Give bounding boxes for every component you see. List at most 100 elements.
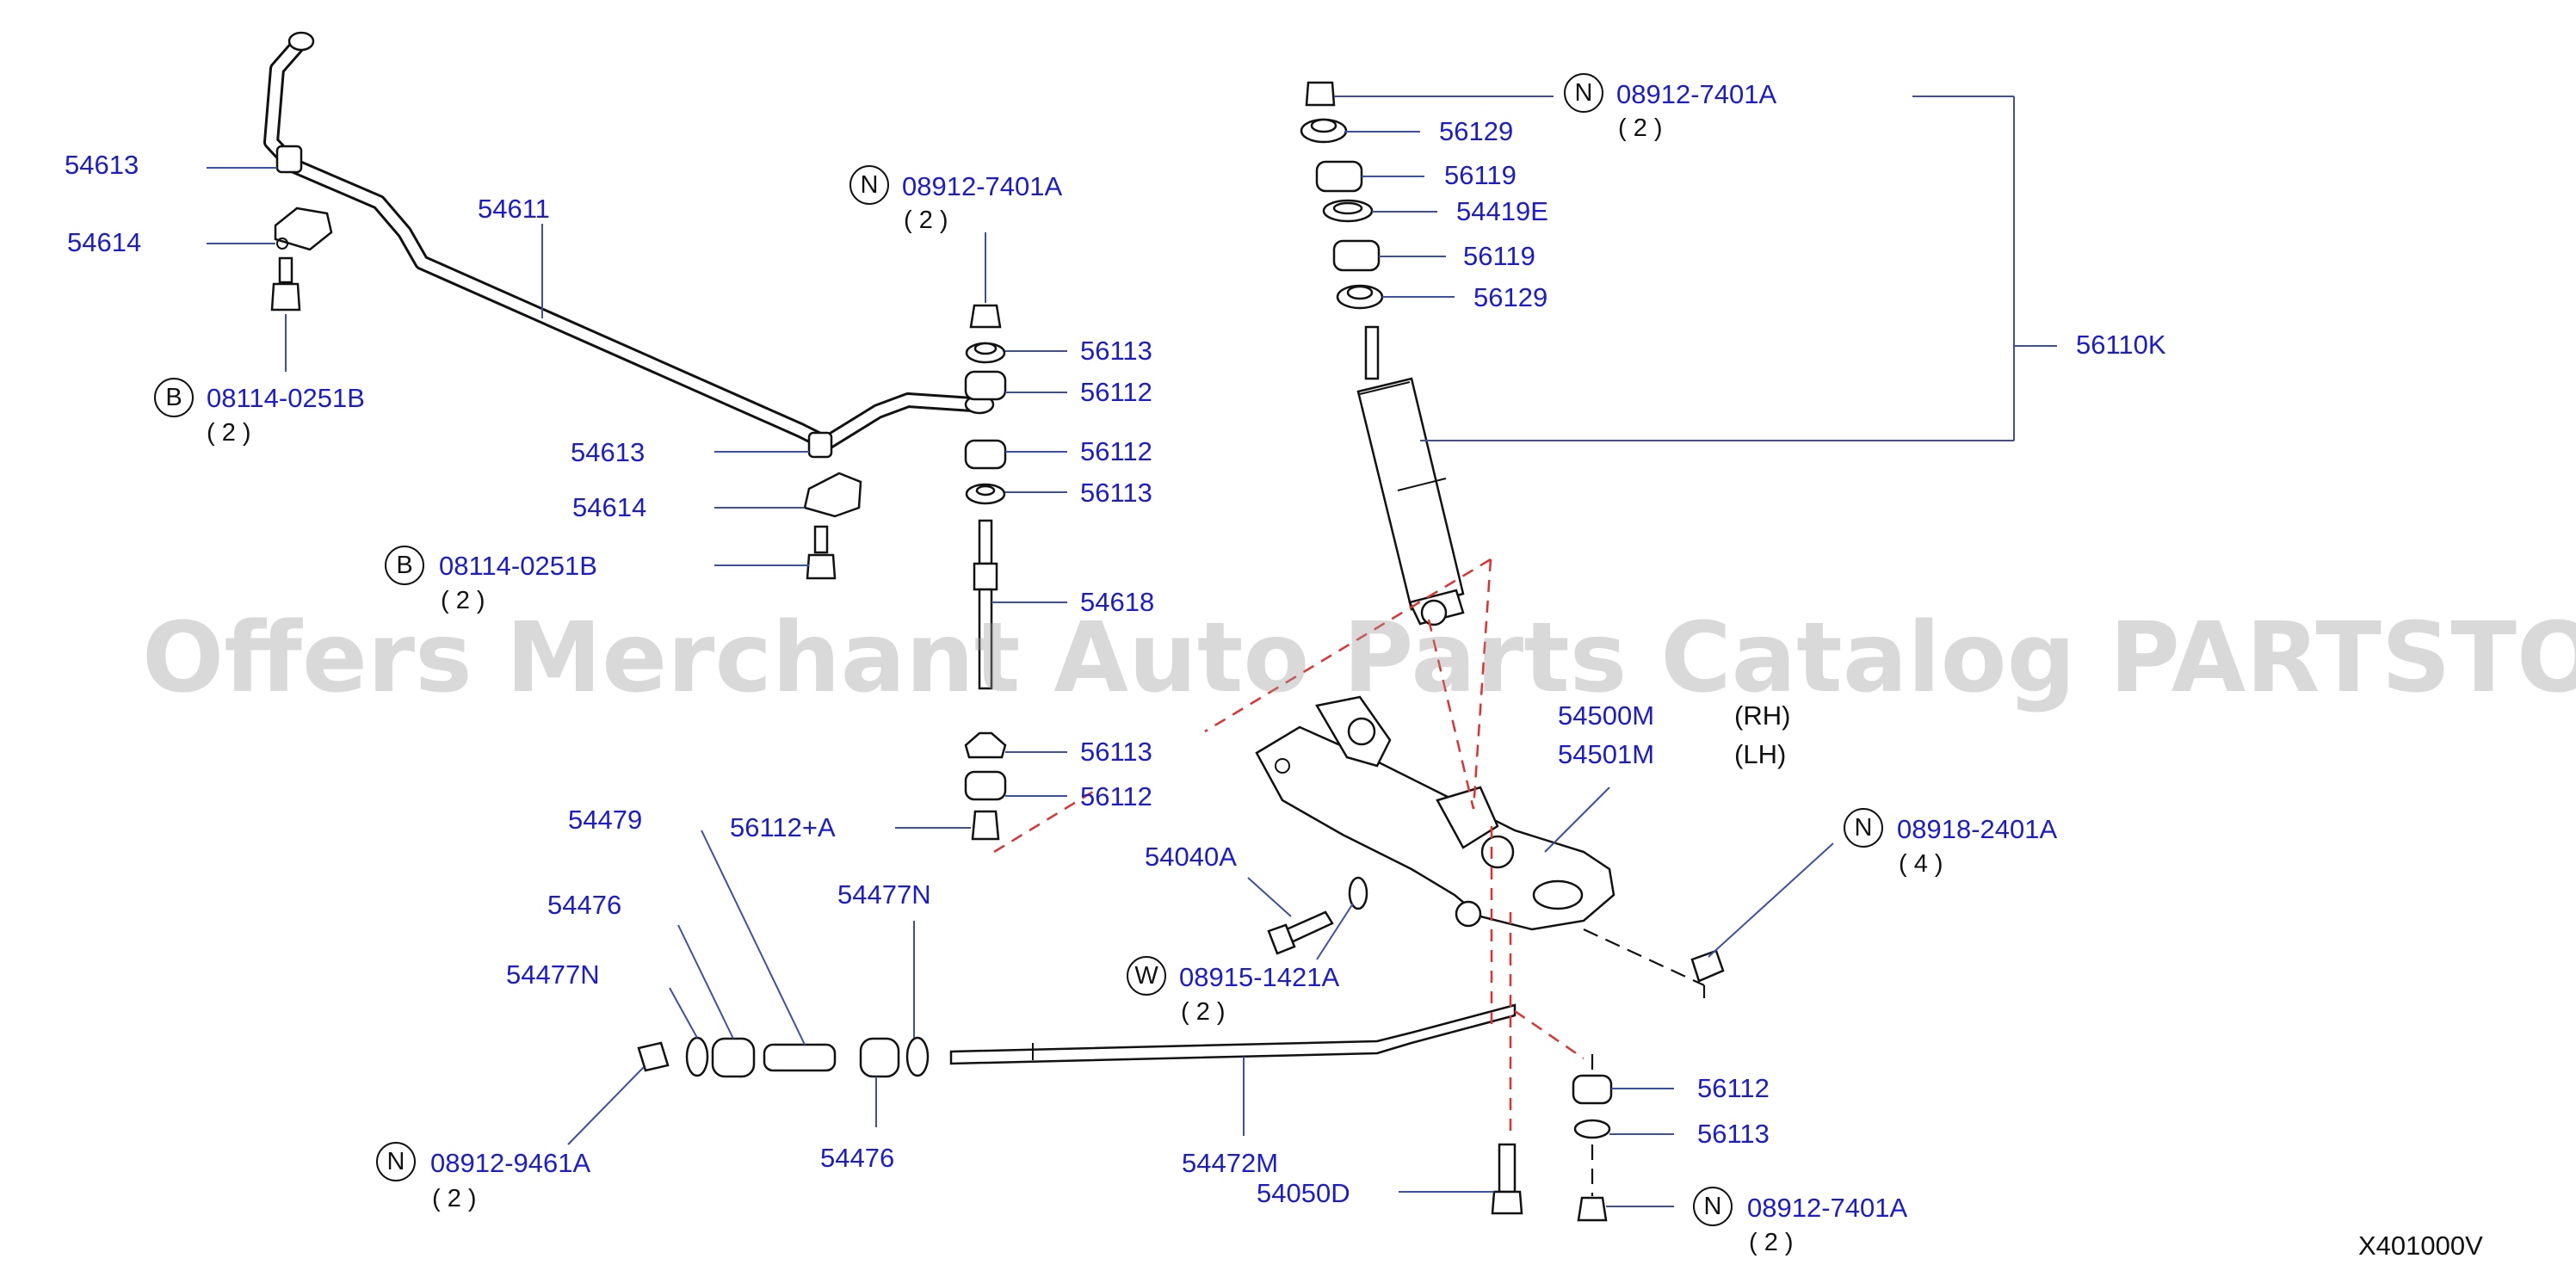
label-08912-9461a[interactable]: 08912-9461A	[430, 1148, 590, 1178]
prefix-circle-b2	[385, 546, 424, 585]
lower-link-54500m[interactable]	[1255, 695, 1615, 931]
prefix-circle-n1	[849, 165, 889, 205]
prefix-circle-w1	[1127, 956, 1166, 996]
bushing-54476-left[interactable]	[711, 1037, 756, 1078]
label-54472m[interactable]: 54472M	[1182, 1148, 1278, 1178]
bracket-54614-lower[interactable]	[803, 472, 862, 518]
bolt-08114-upper[interactable]	[270, 256, 301, 312]
label-54476-upper[interactable]: 54476	[547, 890, 621, 920]
label-56129-upper[interactable]: 56129	[1439, 116, 1513, 146]
label-54614-lower[interactable]: 54614	[572, 492, 646, 522]
washer-56113-b[interactable]	[965, 483, 1006, 505]
bushing-56119-lower[interactable]	[1332, 239, 1381, 272]
bushing-56112-d[interactable]	[1572, 1074, 1613, 1105]
bolt-08114-lower[interactable]	[806, 525, 837, 580]
label-54611[interactable]: 54611	[478, 194, 550, 224]
label-54477n-right[interactable]: 54477N	[837, 879, 931, 910]
washer-56113-c[interactable]	[964, 731, 1007, 759]
spacer-54479[interactable]	[763, 1043, 837, 1072]
label-56113-a[interactable]: 56113	[1080, 336, 1152, 366]
bushing-54477n-left[interactable]	[685, 1036, 709, 1077]
retainer-54419e[interactable]	[1322, 199, 1374, 223]
bushing-56112-c[interactable]	[964, 770, 1007, 801]
label-54479[interactable]: 54479	[568, 805, 642, 835]
bolt-54050d[interactable]	[1491, 1143, 1523, 1215]
label-08918-2401a[interactable]: 08918-2401A	[1897, 814, 2057, 844]
label-54050d[interactable]: 54050D	[1257, 1178, 1350, 1208]
prefix-letter-n5: N	[1704, 1193, 1722, 1220]
label-08912-7401a-link[interactable]: 08912-7401A	[902, 171, 1062, 201]
bracket-54614-upper[interactable]	[274, 207, 333, 251]
bushing-54613-upper[interactable]	[275, 145, 303, 174]
tension-rod-54472m[interactable]	[949, 1003, 1517, 1065]
black-centerlines	[1583, 928, 1706, 1196]
prefix-circle-b1	[154, 378, 194, 417]
nut-08912-link-top[interactable]	[969, 304, 1002, 329]
bolt-54040a[interactable]	[1267, 910, 1334, 955]
label-56113-d[interactable]: 56113	[1697, 1119, 1770, 1149]
nut-08912-lower[interactable]	[1577, 1196, 1608, 1222]
label-54419e[interactable]: 54419E	[1456, 196, 1548, 226]
stabilizer-bar-54611[interactable]	[263, 31, 995, 451]
label-56112-c[interactable]: 56112	[1080, 781, 1152, 811]
washer-56129-upper[interactable]	[1300, 118, 1348, 144]
label-54618[interactable]: 54618	[1080, 587, 1154, 617]
washer-08915[interactable]	[1348, 876, 1368, 910]
label-56129-lower[interactable]: 56129	[1473, 282, 1547, 312]
shock-absorber-56110k[interactable]	[1356, 325, 1465, 626]
label-56112-a[interactable]: 56112	[1080, 377, 1152, 407]
prefix-letter-b2: B	[396, 552, 412, 579]
red-centerlines	[993, 558, 1585, 1136]
label-54501m[interactable]: 54501M	[1558, 739, 1654, 769]
bushing-56112-b[interactable]	[964, 439, 1007, 470]
label-56113-b[interactable]: 56113	[1080, 478, 1152, 508]
qty-08114-lower: ( 2 )	[441, 587, 485, 614]
label-54614-upper[interactable]: 54614	[67, 227, 141, 257]
nut-08912-9461a[interactable]	[637, 1041, 670, 1072]
nut-08912-shock-top[interactable]	[1305, 81, 1336, 107]
bushing-56112-a[interactable]	[964, 370, 1007, 401]
prefix-circle-n5	[1693, 1187, 1733, 1226]
nut-08918[interactable]	[1690, 949, 1725, 983]
qty-08912-link: ( 2 )	[904, 207, 948, 234]
label-54040a[interactable]: 54040A	[1145, 842, 1237, 872]
bushing-54477n-right[interactable]	[905, 1036, 930, 1077]
prefix-letter-w1: W	[1134, 962, 1158, 990]
label-08912-7401a-shock[interactable]: 08912-7401A	[1616, 79, 1776, 109]
bushing-56119-upper[interactable]	[1315, 160, 1363, 193]
diagram-code: X401000V	[2358, 1231, 2483, 1261]
label-08114-0251b-upper[interactable]: 08114-0251B	[207, 383, 365, 413]
bushing-54613-lower[interactable]	[807, 431, 833, 459]
washer-56113-a[interactable]	[965, 342, 1006, 364]
prefix-letter-n2: N	[1575, 79, 1593, 107]
label-56112-b[interactable]: 56112	[1080, 436, 1152, 466]
bushing-54476-right[interactable]	[859, 1037, 900, 1078]
label-54613-lower[interactable]: 54613	[571, 437, 645, 467]
prefix-letter-n4: N	[387, 1148, 405, 1175]
label-56112-plus-a[interactable]: 56112+A	[730, 812, 836, 842]
qty-08918: ( 4 )	[1899, 850, 1943, 878]
collar-56112-plus-a[interactable]	[971, 810, 1000, 841]
prefix-circle-n3	[1844, 808, 1883, 848]
washer-56129-lower[interactable]	[1336, 284, 1384, 310]
label-08915-1421a[interactable]: 08915-1421A	[1179, 962, 1339, 992]
label-56112-d[interactable]: 56112	[1697, 1073, 1770, 1103]
label-08912-7401a-lower[interactable]: 08912-7401A	[1747, 1193, 1907, 1223]
label-54477n-left[interactable]: 54477N	[506, 959, 600, 990]
label-54476-lower[interactable]: 54476	[820, 1143, 894, 1173]
label-56113-c[interactable]: 56113	[1080, 737, 1152, 767]
label-56119-lower[interactable]: 56119	[1463, 241, 1535, 271]
qty-08912-shock: ( 2 )	[1618, 114, 1663, 142]
prefix-circle-n4	[376, 1142, 416, 1181]
label-54500m[interactable]: 54500M	[1558, 700, 1654, 731]
label-lh: (LH)	[1734, 739, 1786, 769]
washer-56113-d[interactable]	[1573, 1119, 1611, 1139]
label-54613-upper[interactable]: 54613	[65, 150, 139, 180]
label-08114-0251b-lower[interactable]: 08114-0251B	[439, 551, 597, 581]
qty-08912-9461a: ( 2 )	[432, 1185, 477, 1212]
link-bolt-54618[interactable]	[973, 519, 998, 690]
label-56110k[interactable]: 56110K	[2076, 330, 2166, 360]
label-56119-upper[interactable]: 56119	[1444, 160, 1517, 190]
qty-08915: ( 2 )	[1181, 998, 1226, 1026]
